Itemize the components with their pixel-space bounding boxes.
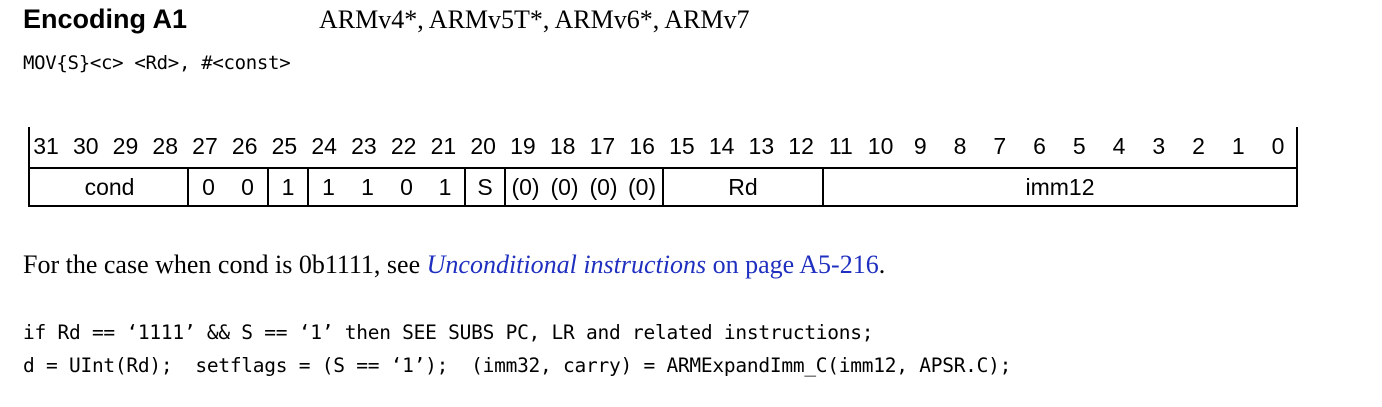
bit-number: 23 bbox=[351, 133, 377, 159]
field-rd: Rd bbox=[728, 174, 758, 200]
bit-number: 3 bbox=[1152, 133, 1166, 159]
bit-row-right-tick bbox=[1296, 127, 1298, 167]
bit-number: 30 bbox=[72, 133, 99, 159]
bit-number: 8 bbox=[953, 133, 967, 159]
bit-number: 17 bbox=[589, 133, 616, 159]
bit-number: 29 bbox=[112, 133, 139, 159]
bit-number: 26 bbox=[231, 133, 258, 159]
field-s: S bbox=[477, 174, 493, 200]
bit-number: 25 bbox=[271, 133, 298, 159]
cond-note: For the case when cond is 0b1111, see Un… bbox=[23, 250, 885, 280]
bit-row-left-tick bbox=[28, 127, 30, 167]
bit-19-value: (0) bbox=[511, 174, 540, 200]
bit-number: 2 bbox=[1192, 133, 1205, 159]
bit-number: 12 bbox=[788, 133, 814, 159]
bit-21-value: 1 bbox=[438, 174, 452, 200]
instruction-syntax: MOV{S}<c> <Rd>, #<const> bbox=[23, 52, 291, 74]
bit-number: 20 bbox=[470, 133, 496, 159]
field-separator bbox=[267, 169, 269, 205]
bit-number: 14 bbox=[708, 133, 735, 159]
field-row: cond 0 0 1 1 1 0 1 S (0) (0) (0) (0) Rd … bbox=[28, 167, 1298, 207]
field-separator bbox=[187, 169, 189, 205]
field-separator bbox=[504, 169, 506, 205]
bit-27-value: 0 bbox=[202, 174, 215, 200]
bit-number: 28 bbox=[152, 133, 179, 159]
architecture-list: ARMv4*, ARMv5T*, ARMv6*, ARMv7 bbox=[319, 5, 750, 34]
bit-number: 22 bbox=[390, 133, 417, 159]
bit-number: 6 bbox=[1033, 133, 1046, 159]
bit-number: 31 bbox=[33, 133, 59, 159]
bit-number: 13 bbox=[748, 133, 775, 159]
bit-number: 18 bbox=[549, 133, 576, 159]
bit-16-value: (0) bbox=[627, 174, 657, 200]
bit-number: 4 bbox=[1112, 133, 1126, 159]
page-reference-link[interactable]: on page A5-216 bbox=[712, 250, 879, 279]
bit-number: 0 bbox=[1271, 133, 1285, 159]
field-separator bbox=[662, 169, 664, 205]
note-prefix: For the case when cond is 0b1111, see bbox=[23, 250, 427, 279]
bit-number: 24 bbox=[311, 133, 337, 159]
field-cond: cond bbox=[84, 174, 135, 200]
bit-number: 27 bbox=[192, 133, 218, 159]
bit-number: 21 bbox=[430, 133, 457, 159]
bit-number: 5 bbox=[1072, 133, 1086, 159]
field-imm12: imm12 bbox=[1025, 174, 1095, 200]
bit-26-value: 0 bbox=[241, 174, 254, 200]
pseudocode-line-1: if Rd == ‘1111’ && S == ‘1’ then SEE SUB… bbox=[23, 321, 874, 344]
field-separator bbox=[307, 169, 309, 205]
bit-number: 9 bbox=[913, 133, 927, 159]
pseudocode-block: if Rd == ‘1111’ && S == ‘1’ then SEE SUB… bbox=[23, 316, 1011, 382]
bit-17-value: (0) bbox=[589, 174, 618, 200]
bit-number: 19 bbox=[510, 133, 536, 159]
pseudocode-line-2: d = UInt(Rd); setflags = (S == ‘1’); (im… bbox=[23, 354, 1012, 377]
note-suffix: . bbox=[878, 250, 886, 279]
bit-25-value: 1 bbox=[281, 174, 295, 200]
bit-number: 16 bbox=[629, 133, 655, 159]
bit-number: 11 bbox=[828, 133, 853, 159]
encoding-title: Encoding A1 bbox=[23, 4, 188, 34]
unconditional-instructions-link[interactable]: Unconditional instructions bbox=[426, 250, 707, 279]
field-separator bbox=[822, 169, 824, 205]
bit-number: 15 bbox=[669, 133, 695, 159]
bit-18-value: (0) bbox=[550, 174, 579, 200]
field-separator bbox=[464, 169, 466, 205]
bit-number: 1 bbox=[1231, 133, 1245, 159]
bit-23-value: 1 bbox=[361, 174, 374, 200]
bit-22-value: 0 bbox=[400, 174, 413, 200]
bit-24-value: 1 bbox=[322, 174, 335, 200]
bit-number: 10 bbox=[867, 133, 894, 159]
bit-number: 7 bbox=[993, 133, 1007, 159]
